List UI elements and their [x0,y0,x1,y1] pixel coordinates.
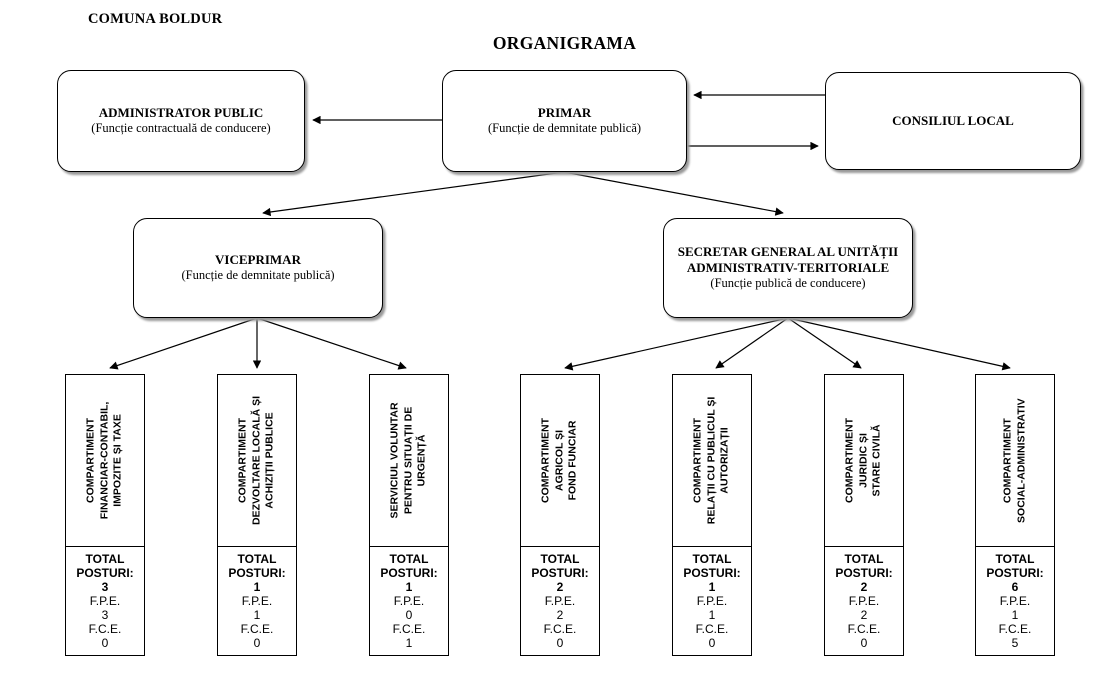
fce-label: F.C.E. [543,622,577,637]
dept-name-rotated: COMPARTIMENT DEZVOLTARE LOCALĂ ȘI ACHIZI… [236,395,276,526]
fpe-label: F.P.E. [696,594,728,609]
node-primar: PRIMAR (Funcție de demnitate publică) [442,70,687,172]
node-viceprimar: VICEPRIMAR (Funcție de demnitate publică… [133,218,383,318]
node-subtitle: (Funcție de demnitate publică) [181,268,335,283]
fce-value: 0 [708,636,716,651]
dept-totals: TOTAL POSTURI: 6 F.P.E. 1 F.C.E. 5 [976,547,1054,655]
fce-value: 0 [556,636,564,651]
node-subtitle: (Funcție de demnitate publică) [487,121,642,136]
dept-box-dezvoltare-locala: COMPARTIMENT DEZVOLTARE LOCALĂ ȘI ACHIZI… [217,374,297,656]
edge-secretar-to-dept5 [715,317,789,369]
fce-label: F.C.E. [998,622,1032,637]
dept-name-rotated: COMPARTIMENT JURIDIC ȘI STARE CIVILĂ [843,418,883,503]
fpe-value: 3 [101,608,109,623]
dept-box-juridic: COMPARTIMENT JURIDIC ȘI STARE CIVILĂ TOT… [824,374,904,656]
dept-name-section: COMPARTIMENT SOCIAL-ADMINISTRATIV [976,375,1054,547]
dept-totals: TOTAL POSTURI: 2 F.P.E. 2 F.C.E. 0 [825,547,903,655]
fce-label: F.C.E. [392,622,426,637]
dept-box-financiar-contabil: COMPARTIMENT FINANCIAR-CONTABIL, IMPOZIT… [65,374,145,656]
total-posturi-label: TOTAL POSTURI: [835,552,893,581]
dept-totals: TOTAL POSTURI: 1 F.P.E. 0 F.C.E. 1 [370,547,448,655]
node-title: VICEPRIMAR [215,252,301,268]
dept-name-section: COMPARTIMENT AGRICOL ȘI FOND FUNCIAR [521,375,599,547]
fpe-label: F.P.E. [544,594,576,609]
edge-secretar-to-dept7 [787,317,1011,371]
fpe-value: 1 [708,608,716,623]
node-title: PRIMAR [537,105,592,121]
edge-viceprimar-to-dept3 [256,317,407,370]
total-posturi-label: TOTAL POSTURI: [531,552,589,581]
node-title: ADMINISTRATOR PUBLIC [98,105,264,121]
page-title: ORGANIGRAMA [492,33,637,53]
fce-value: 5 [1011,636,1019,651]
node-title: CONSILIUL LOCAL [892,112,1014,128]
node-subtitle: (Funcție publică de conducere) [710,276,866,291]
fce-value: 0 [101,636,109,651]
total-posturi-label: TOTAL POSTURI: [228,552,286,581]
node-consiliul-local: CONSILIUL LOCAL [825,72,1081,170]
dept-name-section: COMPARTIMENT DEZVOLTARE LOCALĂ ȘI ACHIZI… [218,375,296,547]
total-posturi-label: TOTAL POSTURI: [380,552,438,581]
node-title: SECRETAR GENERAL AL UNITĂȚII ADMINISTRAT… [677,243,899,276]
org-label: COMUNA BOLDUR [88,11,223,27]
fce-value: 1 [405,636,413,651]
total-posturi-value: 1 [708,580,716,595]
fpe-value: 2 [860,608,868,623]
fce-value: 0 [253,636,261,651]
fpe-value: 2 [556,608,564,623]
fpe-value: 1 [253,608,261,623]
dept-name-rotated: SERVICIUL VOLUNTAR PENTRU SITUAȚII DE UR… [388,402,428,519]
fce-label: F.C.E. [240,622,274,637]
fce-label: F.C.E. [88,622,122,637]
edge-primar-to-secretar [563,171,784,216]
total-posturi-value: 3 [101,580,109,595]
fpe-value: 0 [405,608,413,623]
fpe-label: F.P.E. [393,594,425,609]
dept-totals: TOTAL POSTURI: 3 F.P.E. 3 F.C.E. 0 [66,547,144,655]
edge-secretar-to-dept6 [787,317,862,369]
dept-totals: TOTAL POSTURI: 2 F.P.E. 2 F.C.E. 0 [521,547,599,655]
total-posturi-value: 6 [1011,580,1019,595]
dept-box-relatii-public: COMPARTIMENT RELAȚII CU PUBLICUL ȘI AUTO… [672,374,752,656]
total-posturi-value: 2 [556,580,564,595]
dept-totals: TOTAL POSTURI: 1 F.P.E. 1 F.C.E. 0 [673,547,751,655]
dept-name-section: COMPARTIMENT RELAȚII CU PUBLICUL ȘI AUTO… [673,375,751,547]
total-posturi-value: 2 [860,580,868,595]
fpe-label: F.P.E. [241,594,273,609]
total-posturi-label: TOTAL POSTURI: [76,552,134,581]
dept-name-rotated: COMPARTIMENT SOCIAL-ADMINISTRATIV [1001,398,1027,523]
dept-box-social-administrativ: COMPARTIMENT SOCIAL-ADMINISTRATIV TOTAL … [975,374,1055,656]
fce-label: F.C.E. [847,622,881,637]
edge-viceprimar-to-dept1 [109,317,258,370]
dept-name-section: SERVICIUL VOLUNTAR PENTRU SITUAȚII DE UR… [370,375,448,547]
total-posturi-value: 1 [405,580,413,595]
node-administrator-public: ADMINISTRATOR PUBLIC (Funcție contractua… [57,70,305,172]
dept-name-rotated: COMPARTIMENT AGRICOL ȘI FOND FUNCIAR [539,418,579,503]
total-posturi-label: TOTAL POSTURI: [986,552,1044,581]
fce-value: 0 [860,636,868,651]
fce-label: F.C.E. [695,622,729,637]
dept-box-agricol: COMPARTIMENT AGRICOL ȘI FOND FUNCIAR TOT… [520,374,600,656]
dept-name-section: COMPARTIMENT FINANCIAR-CONTABIL, IMPOZIT… [66,375,144,547]
fpe-label: F.P.E. [999,594,1031,609]
edge-primar-to-viceprimar [262,171,565,217]
node-subtitle: (Funcție contractuală de conducere) [91,121,271,136]
fpe-value: 1 [1011,608,1019,623]
dept-name-section: COMPARTIMENT JURIDIC ȘI STARE CIVILĂ [825,375,903,547]
dept-name-rotated: COMPARTIMENT RELAȚII CU PUBLICUL ȘI AUTO… [691,396,731,525]
node-secretar-general: SECRETAR GENERAL AL UNITĂȚII ADMINISTRAT… [663,218,913,318]
total-posturi-value: 1 [253,580,261,595]
dept-box-serviciul-voluntar: SERVICIUL VOLUNTAR PENTRU SITUAȚII DE UR… [369,374,449,656]
dept-totals: TOTAL POSTURI: 1 F.P.E. 1 F.C.E. 0 [218,547,296,655]
edge-secretar-to-dept4 [564,317,789,371]
fpe-label: F.P.E. [89,594,121,609]
dept-name-rotated: COMPARTIMENT FINANCIAR-CONTABIL, IMPOZIT… [84,401,124,520]
total-posturi-label: TOTAL POSTURI: [683,552,741,581]
fpe-label: F.P.E. [848,594,880,609]
